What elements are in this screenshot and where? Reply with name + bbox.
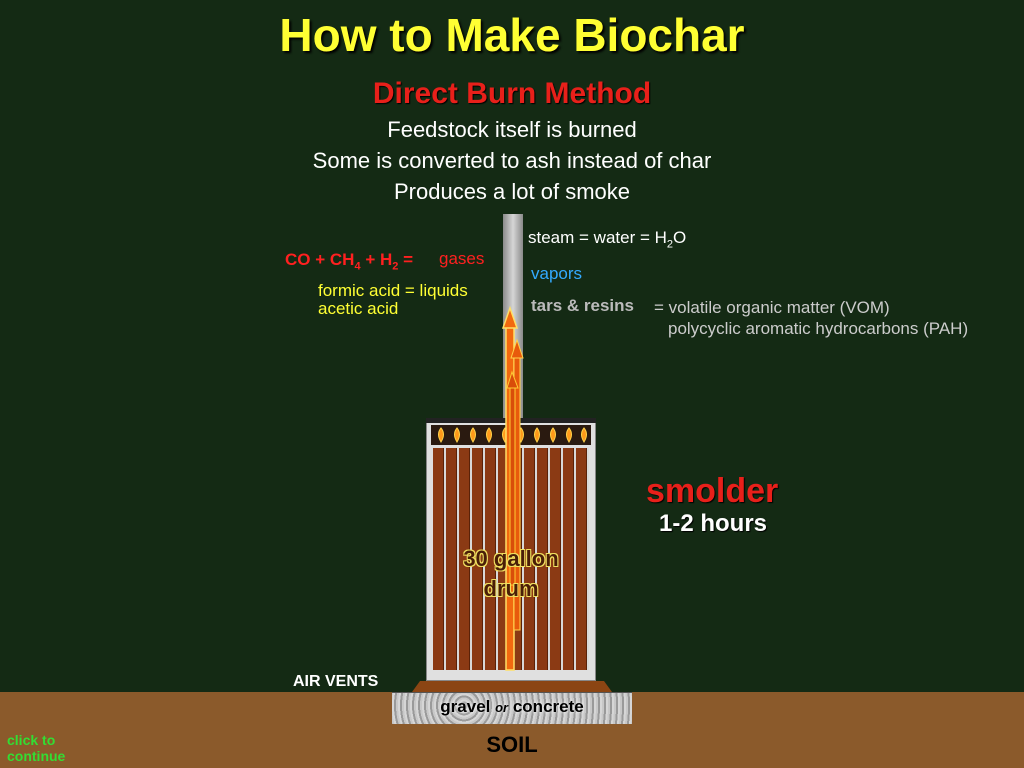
vom-line-1: = volatile organic matter (VOM) <box>654 298 890 317</box>
h2-formula: H <box>380 250 393 269</box>
steam-text: steam = water = H <box>528 228 667 247</box>
steam-tail: O <box>673 228 687 247</box>
description-line-2: Some is converted to ash instead of char <box>312 148 712 173</box>
liquids-label: formic acid = liquids acetic acid <box>318 282 468 318</box>
co-formula: CO <box>285 250 311 269</box>
duration-label: 1-2 hours <box>659 510 768 537</box>
vom-label: = volatile organic matter (VOM) polycycl… <box>654 297 968 339</box>
rising-arrows <box>501 305 524 671</box>
ch4-subscript: 4 <box>354 260 361 273</box>
click-line-1: click to <box>7 732 56 748</box>
description-line-3: Produces a lot of smoke <box>393 179 630 204</box>
air-vents-label: AIR VENTS <box>293 673 379 690</box>
gravel-label: gravel or concrete <box>392 697 632 717</box>
top-flames <box>438 427 587 443</box>
drum-base <box>412 681 612 692</box>
concrete-word: concrete <box>512 697 584 716</box>
plus-sign: + <box>365 250 376 269</box>
gravel-pad <box>392 692 632 724</box>
steam-label: steam = water = H2O <box>528 228 686 250</box>
tars-label: tars & resins <box>531 296 634 315</box>
slide-subtitle: Direct Burn Method <box>372 77 652 110</box>
ch4-formula: CH <box>329 250 355 269</box>
drum-label-line-2: drum <box>483 576 539 601</box>
gravel-or-word: or <box>495 700 509 715</box>
gases-label: gases <box>439 249 485 268</box>
click-line-2: continue <box>7 748 66 764</box>
h2-subscript: 2 <box>392 260 399 273</box>
drum-label-line-1: 30 gallon <box>463 546 559 571</box>
slide-title: How to Make Biochar <box>279 9 745 61</box>
soil-label: SOIL <box>486 732 538 757</box>
description-line-1: Feedstock itself is burned <box>387 117 637 142</box>
steam-subscript: 2 <box>666 238 674 251</box>
gravel-word: gravel <box>440 697 491 716</box>
click-to-continue-link[interactable]: click to continue <box>7 732 65 764</box>
vapors-label: vapors <box>531 264 583 283</box>
liquids-line-1: formic acid = liquids <box>318 281 468 300</box>
liquids-line-2: acetic acid <box>318 299 399 318</box>
gases-equation: CO + CH4 + H2 = <box>285 250 413 272</box>
smolder-label: smolder <box>646 472 779 510</box>
plus-sign: + <box>315 250 326 269</box>
equals-sign: = <box>403 250 414 269</box>
drum-label: 30 gallon drum <box>426 544 596 604</box>
vom-line-2: polycyclic aromatic hydrocarbons (PAH) <box>668 319 969 338</box>
